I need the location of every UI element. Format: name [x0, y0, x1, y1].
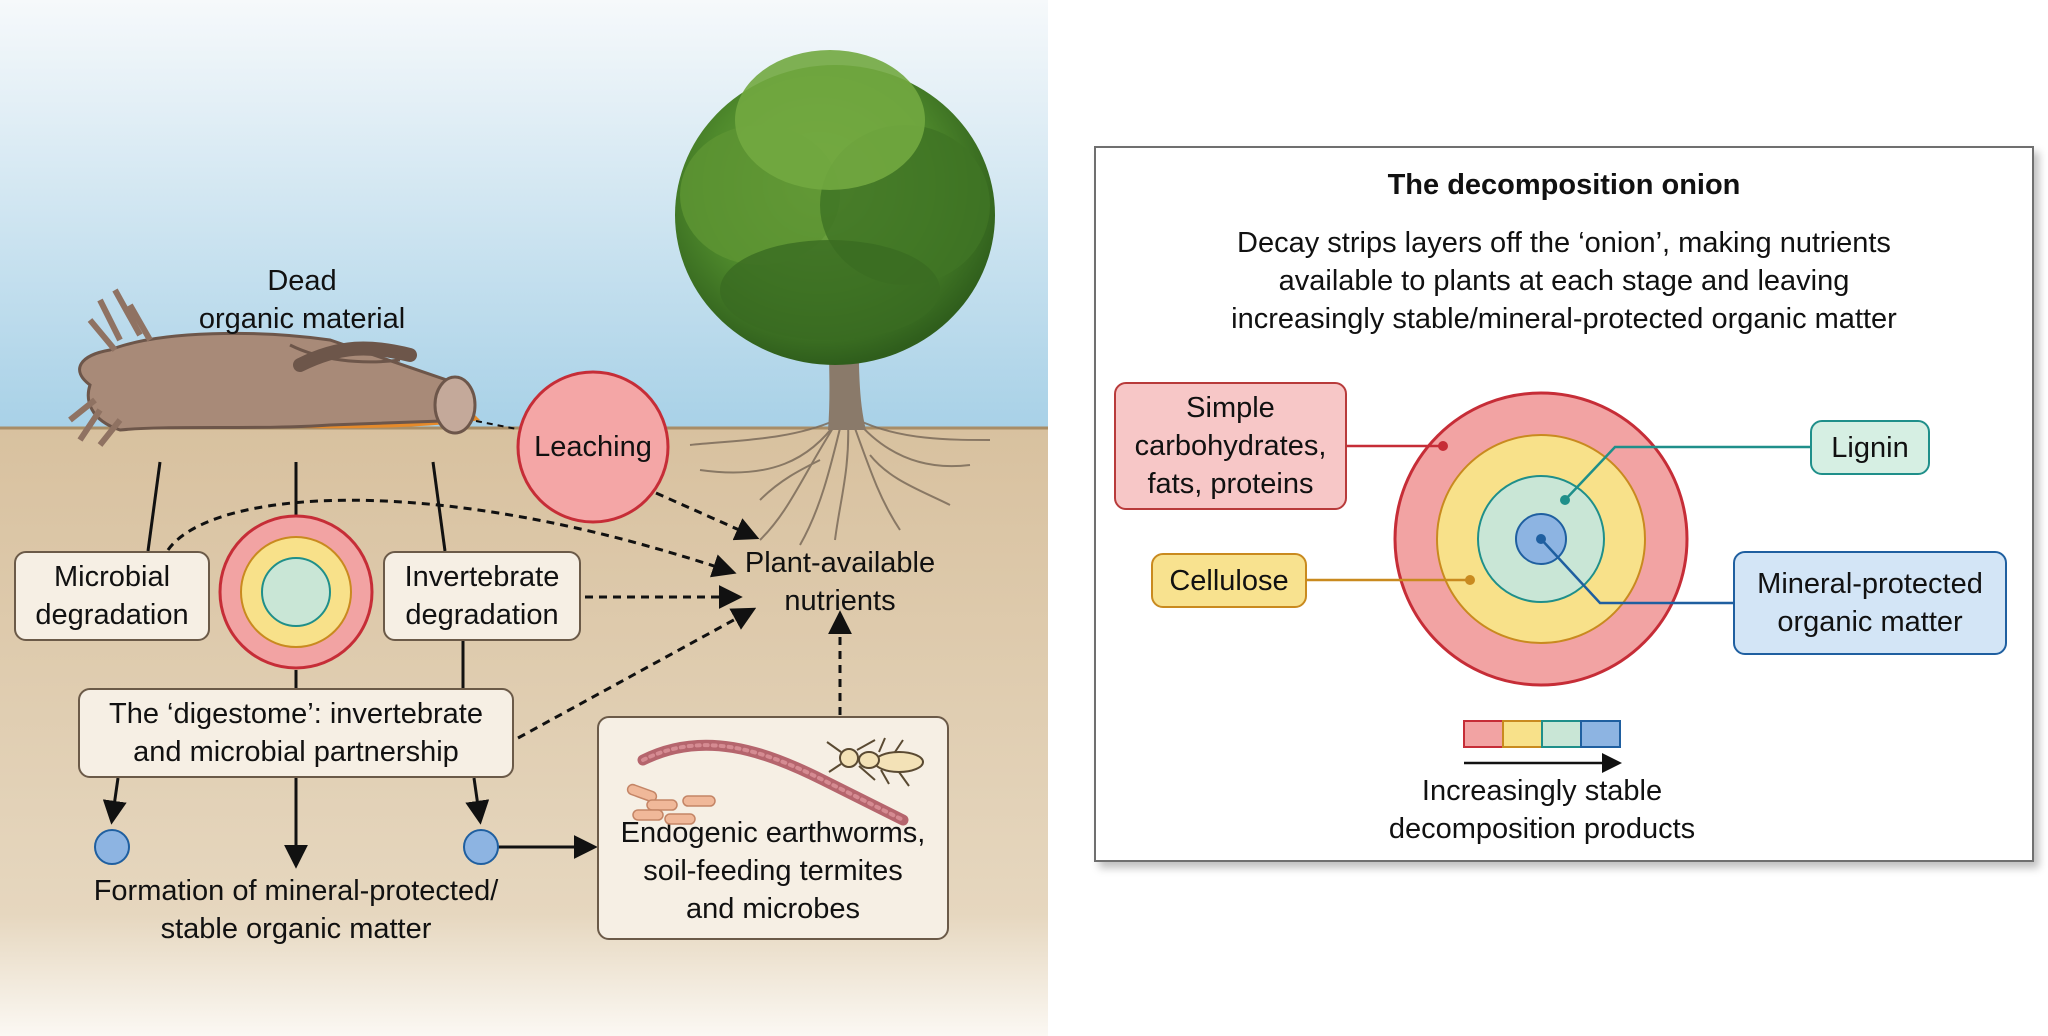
mineral-line-1: Mineral-protected	[1757, 568, 1983, 600]
arrow-to-right-dot	[465, 777, 490, 825]
lignin-box: Lignin	[1810, 420, 1930, 475]
plant-nutrients-label: Plant-available nutrients	[720, 544, 960, 620]
simple-line-3: fats, proteins	[1147, 468, 1314, 500]
dead-line-1: Dead	[267, 265, 337, 297]
formation-line-1: Formation of mineral-protected/	[93, 875, 499, 907]
nutrients-line-1: Plant-available	[744, 547, 936, 579]
scale-caption-line-2: decomposition products	[1388, 813, 1696, 845]
invertebrate-degradation-box: Invertebrate degradation	[383, 551, 581, 641]
arrow-to-left-dot	[102, 777, 127, 825]
endogenic-line-2: soil-feeding termites	[643, 855, 903, 887]
tree-illustration	[675, 50, 995, 546]
formation-label: Formation of mineral-protected/ stable o…	[40, 872, 552, 948]
cellulose-box: Cellulose	[1151, 553, 1307, 608]
microbial-line-1: Microbial	[53, 561, 171, 593]
onion-panel-description: Decay strips layers off the ‘onion’, mak…	[1094, 224, 2034, 338]
mineral-dot-left	[94, 829, 130, 865]
simple-carbohydrates-box: Simple carbohydrates, fats, proteins	[1114, 382, 1347, 510]
earthworm-termite-illustration	[626, 737, 924, 826]
digestome-box: The ‘digestome’: invertebrate and microb…	[78, 688, 514, 778]
scale-caption: Increasingly stable decomposition produc…	[1342, 772, 1742, 848]
description-line-1: Decay strips layers off the ‘onion’, mak…	[1237, 227, 1891, 259]
leach-connector	[475, 420, 523, 431]
invertebrate-line-2: degradation	[405, 599, 559, 631]
leaching-circle	[516, 370, 670, 524]
formation-line-2: stable organic matter	[160, 913, 432, 945]
invertebrate-line-1: Invertebrate	[404, 561, 560, 593]
mineral-dot-right	[463, 829, 499, 865]
flow-lines	[146, 461, 465, 688]
nutrients-line-2: nutrients	[784, 585, 896, 617]
log-illustration	[68, 288, 480, 447]
endogenic-box: Endogenic earthworms, soil-feeding termi…	[597, 716, 949, 940]
simple-line-1: Simple	[1186, 392, 1275, 424]
microbial-line-2: degradation	[35, 599, 189, 631]
microbial-degradation-box: Microbial degradation	[14, 551, 210, 641]
dead-material-label: Dead organic material	[150, 262, 454, 338]
digestome-line-2: and microbial partnership	[133, 736, 459, 768]
digestome-line-1: The ‘digestome’: invertebrate	[109, 698, 483, 730]
leaching-label: Leaching	[534, 431, 652, 463]
description-line-2: available to plants at each stage and le…	[1278, 265, 1850, 297]
mineral-line-2: organic matter	[1777, 606, 1963, 638]
mineral-protected-box: Mineral-protected organic matter	[1733, 551, 2007, 655]
scale-caption-line-1: Increasingly stable	[1421, 775, 1663, 807]
endogenic-line-3: and microbes	[685, 893, 861, 925]
small-onion	[218, 514, 374, 670]
onion-panel-title: The decomposition onion	[1387, 169, 1741, 201]
nutrient-arrows	[166, 491, 852, 740]
description-line-3: increasingly stable/mineral-protected or…	[1231, 303, 1897, 335]
simple-line-2: carbohydrates,	[1134, 430, 1327, 462]
dead-line-2: organic material	[198, 303, 406, 335]
